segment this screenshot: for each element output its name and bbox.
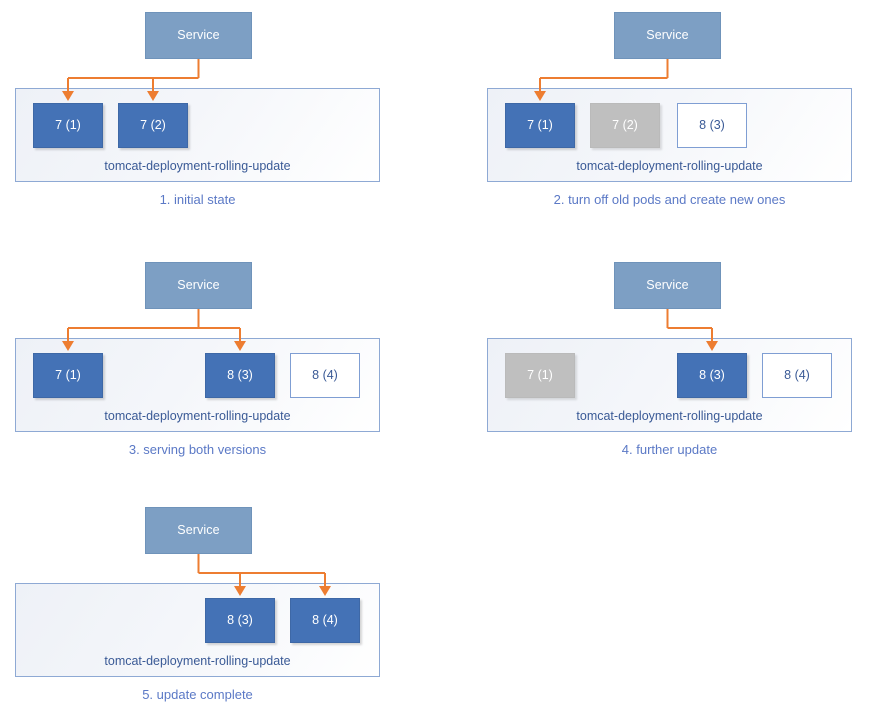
panel-3: Service tomcat-deployment-rolling-update 7… (0, 250, 435, 470)
panel-caption: 5. update complete (142, 687, 253, 702)
pod-label: 8 (4) (312, 613, 338, 628)
pod-label: 8 (3) (227, 368, 253, 383)
pod-pending[interactable]: 8 (3) (677, 103, 747, 148)
pod-active[interactable]: 8 (3) (205, 598, 275, 643)
pod-active[interactable]: 7 (1) (33, 103, 103, 148)
pod-label: 8 (3) (699, 118, 725, 133)
pod-active[interactable]: 7 (2) (118, 103, 188, 148)
pod-label: 7 (1) (55, 368, 81, 383)
service-box[interactable]: Service (145, 507, 252, 554)
service-box[interactable]: Service (614, 12, 721, 59)
pod-label: 7 (1) (527, 118, 553, 133)
service-box[interactable]: Service (614, 262, 721, 309)
pod-active[interactable]: 8 (4) (290, 598, 360, 643)
pod-label: 8 (3) (227, 613, 253, 628)
deployment-name-label: tomcat-deployment-rolling-update (576, 408, 763, 423)
service-label: Service (177, 523, 220, 538)
pod-active[interactable]: 8 (3) (205, 353, 275, 398)
pod-active[interactable]: 7 (1) (505, 103, 575, 148)
pod-terminating[interactable]: 7 (1) (505, 353, 575, 398)
service-box[interactable]: Service (145, 12, 252, 59)
deployment-name-label: tomcat-deployment-rolling-update (104, 408, 291, 423)
service-label: Service (177, 278, 220, 293)
pod-label: 8 (3) (699, 368, 725, 383)
pod-terminating[interactable]: 7 (2) (590, 103, 660, 148)
panel-4: Service tomcat-deployment-rolling-update 7… (472, 250, 870, 470)
panel-5: Service tomcat-deployment-rolling-update 8… (0, 495, 435, 715)
pod-active[interactable]: 7 (1) (33, 353, 103, 398)
deployment-name-label: tomcat-deployment-rolling-update (576, 158, 763, 173)
service-label: Service (177, 28, 220, 43)
service-box[interactable]: Service (145, 262, 252, 309)
panel-caption: 1. initial state (159, 192, 236, 207)
pod-label: 7 (2) (140, 118, 166, 133)
deployment-name-label: tomcat-deployment-rolling-update (104, 653, 291, 668)
pod-pending[interactable]: 8 (4) (290, 353, 360, 398)
panel-caption: 3. serving both versions (128, 442, 267, 457)
panel-caption: 4. further update (621, 442, 718, 457)
pod-pending[interactable]: 8 (4) (762, 353, 832, 398)
deployment-name-label: tomcat-deployment-rolling-update (104, 158, 291, 173)
service-label: Service (646, 278, 689, 293)
pod-label: 7 (1) (55, 118, 81, 133)
panel-1: Service tomcat-deployment-rolling-update 7… (0, 0, 435, 220)
pod-label: 8 (4) (784, 368, 810, 383)
pod-label: 8 (4) (312, 368, 338, 383)
panel-2: Service tomcat-deployment-rolling-update 7… (472, 0, 870, 220)
pod-active[interactable]: 8 (3) (677, 353, 747, 398)
pod-label: 7 (1) (527, 368, 553, 383)
service-label: Service (646, 28, 689, 43)
panel-caption: 2. turn off old pods and create new ones (553, 192, 786, 207)
pod-label: 7 (2) (612, 118, 638, 133)
